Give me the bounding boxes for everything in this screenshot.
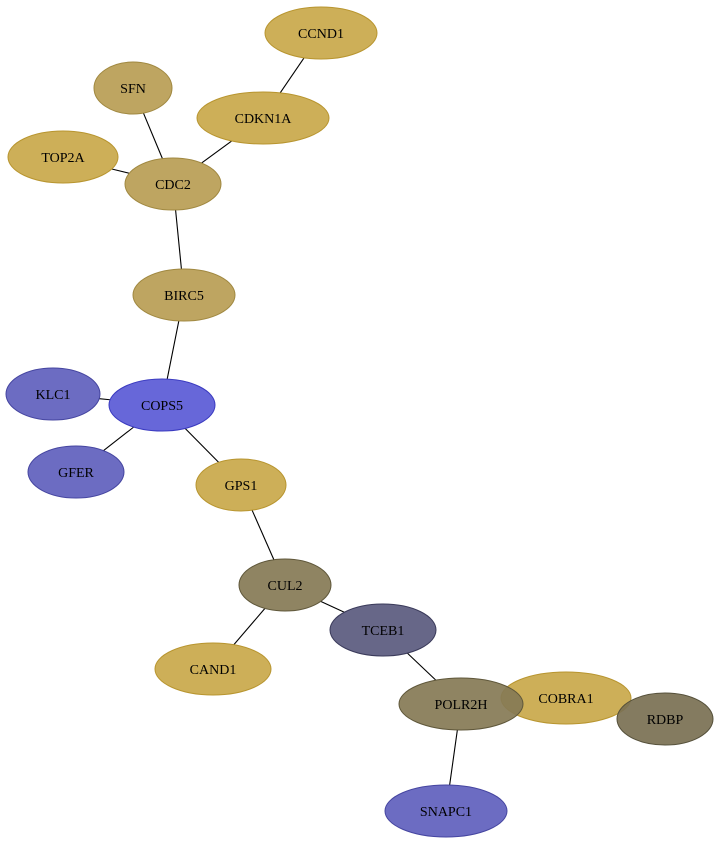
node-ellipse bbox=[238, 558, 332, 612]
edge-cops5-gfer bbox=[103, 426, 135, 452]
edge-birc5-cops5 bbox=[166, 320, 180, 380]
node-ellipse bbox=[93, 61, 173, 115]
node-birc5[interactable]: BIRC5 bbox=[132, 268, 236, 322]
node-ellipse bbox=[264, 6, 378, 60]
edge-sfn-cdc2 bbox=[142, 112, 163, 159]
node-ccnd1[interactable]: CCND1 bbox=[264, 6, 378, 60]
node-ellipse bbox=[195, 458, 287, 512]
edge-cul2-tceb1 bbox=[320, 600, 345, 613]
node-cul2[interactable]: CUL2 bbox=[238, 558, 332, 612]
node-ellipse bbox=[154, 642, 272, 696]
edges-layer bbox=[99, 57, 458, 786]
node-label: CCND1 bbox=[298, 27, 344, 42]
node-label: POLR2H bbox=[435, 698, 488, 713]
node-ellipse bbox=[132, 268, 236, 322]
edge-cdkn1a-cdc2 bbox=[201, 140, 233, 164]
node-label: RDBP bbox=[647, 713, 684, 728]
node-label: CUL2 bbox=[268, 579, 303, 594]
node-snapc1[interactable]: SNAPC1 bbox=[384, 784, 508, 838]
edge-polr2h-snapc1 bbox=[449, 729, 458, 786]
node-gps1[interactable]: GPS1 bbox=[195, 458, 287, 512]
node-label: CAND1 bbox=[190, 663, 237, 678]
node-tceb1[interactable]: TCEB1 bbox=[329, 603, 437, 657]
node-cobra1[interactable]: COBRA1 bbox=[500, 671, 632, 725]
node-rdbp[interactable]: RDBP bbox=[616, 692, 714, 746]
node-label: CDC2 bbox=[155, 178, 191, 193]
edge-tceb1-polr2h bbox=[406, 652, 437, 681]
node-label: SNAPC1 bbox=[420, 805, 472, 820]
node-ellipse bbox=[7, 130, 119, 184]
edge-gps1-cul2 bbox=[251, 509, 275, 560]
node-ellipse bbox=[5, 367, 101, 421]
node-label: COPS5 bbox=[141, 399, 183, 414]
node-ellipse bbox=[108, 378, 216, 432]
node-label: TCEB1 bbox=[362, 624, 405, 639]
node-label: COBRA1 bbox=[538, 692, 593, 707]
node-sfn[interactable]: SFN bbox=[93, 61, 173, 115]
node-polr2h[interactable]: POLR2H bbox=[398, 677, 524, 731]
node-klc1[interactable]: KLC1 bbox=[5, 367, 101, 421]
node-cdc2[interactable]: CDC2 bbox=[124, 157, 222, 211]
edge-klc1-cops5 bbox=[99, 398, 111, 401]
node-label: SFN bbox=[120, 82, 146, 97]
node-ellipse bbox=[27, 445, 125, 499]
node-label: KLC1 bbox=[36, 388, 71, 403]
node-ellipse bbox=[196, 91, 330, 145]
node-label: CDKN1A bbox=[235, 112, 293, 127]
node-label: TOP2A bbox=[41, 151, 85, 166]
node-cand1[interactable]: CAND1 bbox=[154, 642, 272, 696]
node-ellipse bbox=[398, 677, 524, 731]
edge-cops5-gps1 bbox=[184, 428, 220, 463]
node-label: GPS1 bbox=[225, 479, 258, 494]
node-ellipse bbox=[616, 692, 714, 746]
edge-cdc2-birc5 bbox=[175, 209, 182, 270]
node-ellipse bbox=[384, 784, 508, 838]
edge-cul2-cand1 bbox=[233, 608, 266, 646]
node-cops5[interactable]: COPS5 bbox=[108, 378, 216, 432]
node-label: BIRC5 bbox=[164, 289, 204, 304]
node-ellipse bbox=[124, 157, 222, 211]
edge-ccnd1-cdkn1a bbox=[279, 57, 305, 94]
node-label: GFER bbox=[58, 466, 94, 481]
node-top2a[interactable]: TOP2A bbox=[7, 130, 119, 184]
node-cdkn1a[interactable]: CDKN1A bbox=[196, 91, 330, 145]
edge-top2a-cdc2 bbox=[111, 168, 130, 174]
node-ellipse bbox=[329, 603, 437, 657]
node-gfer[interactable]: GFER bbox=[27, 445, 125, 499]
